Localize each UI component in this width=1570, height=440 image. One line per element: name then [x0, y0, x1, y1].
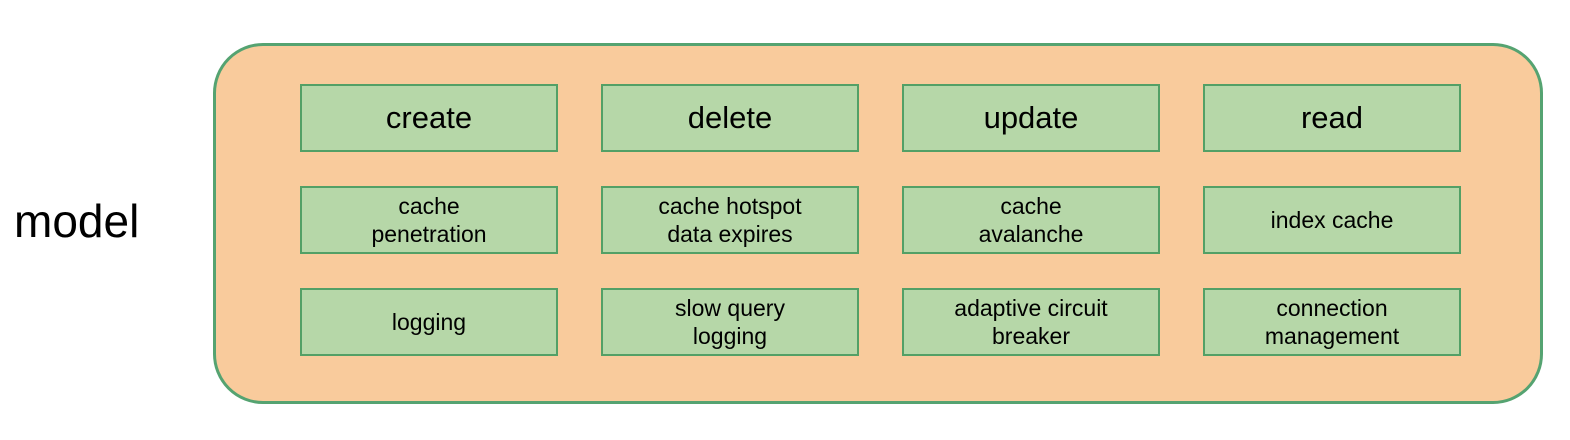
- node-label: cache hotspot: [658, 193, 802, 219]
- node-label: breaker: [992, 323, 1070, 349]
- node-label: create: [385, 100, 473, 135]
- node-read: read: [1203, 84, 1461, 152]
- node-logging: logging: [300, 288, 558, 356]
- node-connection-management: connection management: [1203, 288, 1461, 356]
- node-adaptive-circuit-breaker: adaptive circuit breaker: [902, 288, 1160, 356]
- node-index-cache: index cache: [1203, 186, 1461, 254]
- node-label: logging: [391, 309, 467, 335]
- node-label: cache: [1000, 193, 1062, 219]
- node-label: management: [1264, 323, 1400, 349]
- node-label: connection: [1276, 295, 1388, 321]
- node-label: index cache: [1270, 207, 1394, 233]
- model-label: model: [14, 195, 140, 247]
- node-label: update: [983, 100, 1079, 135]
- node-label: read: [1300, 100, 1364, 135]
- node-label: logging: [692, 323, 768, 349]
- node-label: avalanche: [978, 221, 1084, 247]
- node-delete: delete: [601, 84, 859, 152]
- node-label: slow query: [675, 295, 785, 321]
- node-slow-query-logging: slow query logging: [601, 288, 859, 356]
- node-grid: create delete update read cache penetrat…: [216, 46, 1540, 401]
- node-label: penetration: [371, 221, 487, 247]
- node-label: adaptive circuit: [954, 295, 1108, 321]
- node-cache-penetration: cache penetration: [300, 186, 558, 254]
- node-cache-hotspot-data-expires: cache hotspot data expires: [601, 186, 859, 254]
- node-update: update: [902, 84, 1160, 152]
- node-label: cache: [398, 193, 460, 219]
- node-label: data expires: [667, 221, 793, 247]
- node-create: create: [300, 84, 558, 152]
- model-container: create delete update read cache penetrat…: [213, 43, 1543, 404]
- node-label: delete: [687, 100, 773, 135]
- node-cache-avalanche: cache avalanche: [902, 186, 1160, 254]
